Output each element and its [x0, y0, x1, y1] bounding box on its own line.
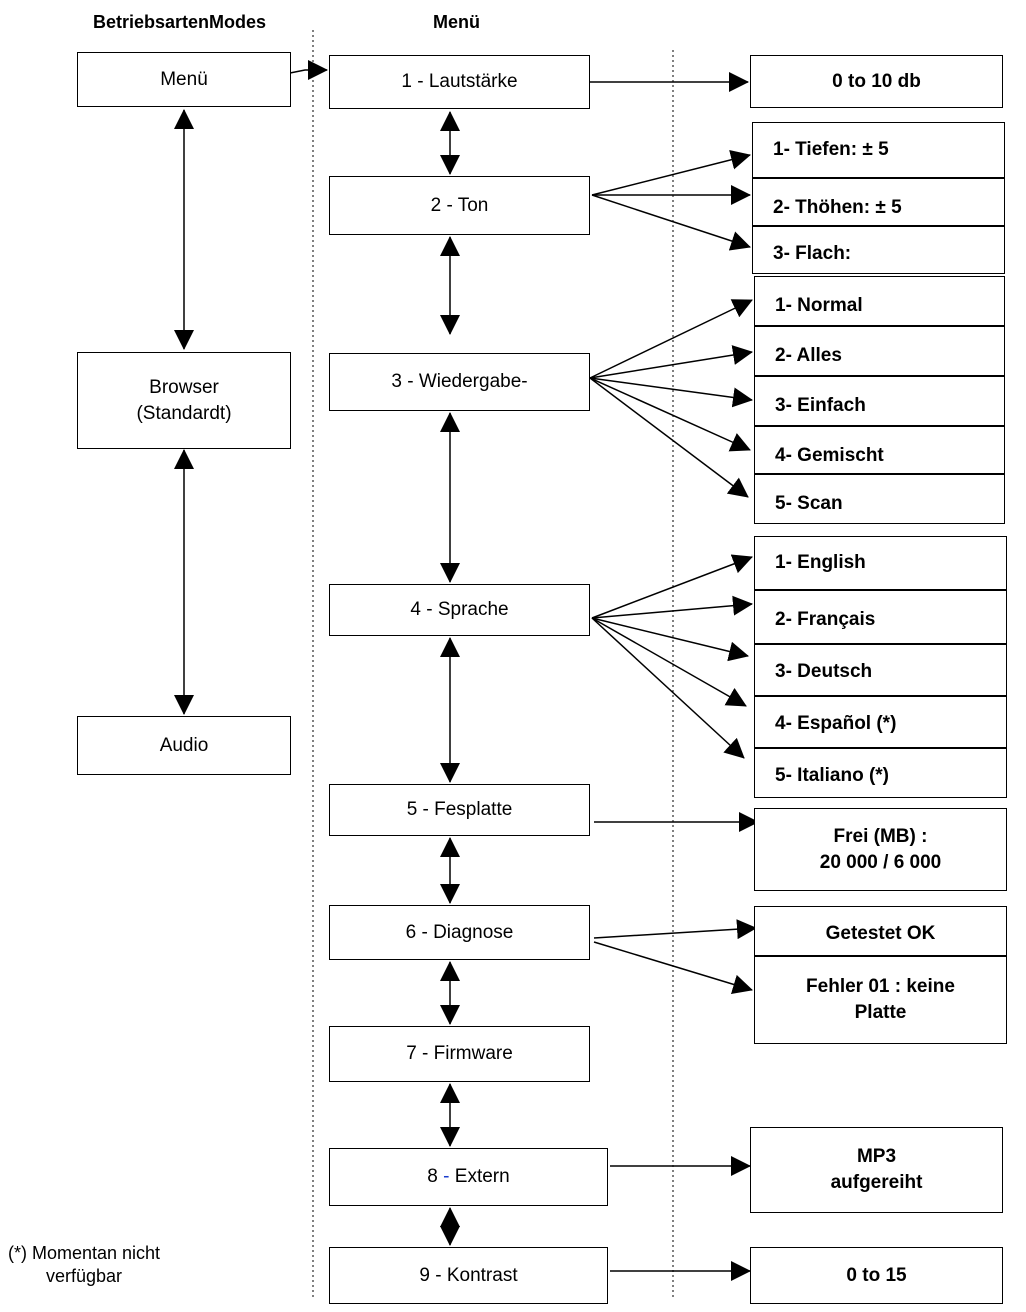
menu-item-1-label: 1 - Lautstärke: [401, 71, 518, 93]
mode-browser-line2: (Standardt): [136, 402, 232, 424]
arrow-play-5: [589, 377, 749, 498]
mode-browser-line1: Browser: [149, 376, 219, 398]
arrow-play-2: [589, 345, 753, 379]
option-extern-line2: aufgereiht: [830, 1172, 923, 1193]
arrow-tone-1: [591, 149, 751, 196]
option-lang-2: 2- Français: [754, 590, 1007, 644]
option-play-4-label: 4- Gemischt: [775, 445, 884, 467]
mode-menu: Menü: [77, 52, 291, 107]
arrow-tone-3: [591, 194, 751, 251]
option-diag-ok: Getestet OK: [754, 906, 1007, 956]
option-disk-line1: Frei (MB) :: [833, 825, 928, 847]
option-play-2: 2- Alles: [754, 326, 1005, 376]
option-disk-line2: 20 000 / 6 000: [819, 851, 942, 873]
menu-item-9: 9 - Kontrast: [329, 1247, 608, 1304]
option-lang-4: 4- Español (*): [754, 696, 1007, 748]
option-play-3-label: 3- Einfach: [775, 395, 866, 417]
arrow-diag-err: [593, 941, 753, 995]
menu-item-2-label: 2 - Ton: [430, 194, 489, 216]
menu-item-8-label: Extern: [454, 1166, 510, 1188]
arrow-lang-3: [591, 617, 749, 662]
mode-audio: Audio: [77, 716, 291, 775]
option-tone-2-label: 2- Thöhen: ± 5: [773, 197, 902, 219]
option-tone-3: 3- Flach:: [752, 226, 1005, 274]
option-diag-err-line2: Platte: [854, 1002, 907, 1023]
menu-item-8-dash: -: [443, 1166, 450, 1188]
header-menu: Menü: [433, 12, 480, 32]
option-lang-5: 5- Italiano (*): [754, 748, 1007, 798]
option-play-5-label: 5- Scan: [775, 493, 843, 515]
option-contrast-label: 0 to 15: [846, 1264, 907, 1286]
footnote-line1: (*) Momentan nicht: [8, 1243, 161, 1263]
option-diag-ok-label: Getestet OK: [825, 923, 936, 945]
option-lang-5-label: 5- Italiano (*): [775, 765, 890, 787]
arrow-play-1: [589, 299, 753, 379]
menu-item-3-label: 3 - Wiedergabe-: [391, 371, 528, 393]
option-lang-2-label: 2- Français: [775, 609, 876, 631]
option-play-2-label: 2- Alles: [775, 345, 842, 367]
footnote: (*) Momentan nicht verfügbar: [8, 1242, 160, 1289]
arrow-diag-ok: [593, 919, 757, 940]
option-play-5: 5- Scan: [754, 474, 1005, 524]
arrow-lang-2: [591, 595, 753, 619]
menu-item-7-label: 7 - Firmware: [406, 1043, 513, 1065]
option-lang-1-label: 1- English: [775, 552, 866, 574]
arrow-lang-1: [591, 554, 753, 619]
option-extern-line1: MP3: [856, 1146, 897, 1168]
menu-item-2: 2 - Ton: [329, 176, 590, 235]
menu-item-3: 3 - Wiedergabe-: [329, 353, 590, 411]
option-play-1-label: 1- Normal: [775, 295, 863, 317]
menu-item-8-num: 8: [427, 1166, 438, 1188]
footnote-line2: verfügbar: [46, 1266, 123, 1287]
arrow-lang-4: [591, 617, 747, 707]
menu-item-4-label: 4 - Sprache: [410, 599, 509, 621]
menu-item-5-label: 5 - Fesplatte: [406, 799, 513, 821]
menu-item-4: 4 - Sprache: [329, 584, 590, 636]
mode-audio-label: Audio: [159, 734, 209, 756]
option-volume: 0 to 10 db: [750, 55, 1003, 108]
option-tone-1-label: 1- Tiefen: ± 5: [773, 139, 889, 161]
mode-browser: Browser (Standardt): [77, 352, 291, 449]
option-lang-3: 3- Deutsch: [754, 644, 1007, 696]
option-tone-1: 1- Tiefen: ± 5: [752, 122, 1005, 178]
menu-item-8: 8 - Extern: [329, 1148, 608, 1206]
option-play-1: 1- Normal: [754, 276, 1005, 326]
menu-item-7: 7 - Firmware: [329, 1026, 590, 1082]
menu-item-6-label: 6 - Diagnose: [405, 921, 514, 943]
option-diag-err-line1: Fehler 01 : keine: [806, 976, 955, 998]
menu-item-1: 1 - Lautstärke: [329, 55, 590, 109]
option-tone-2: 2- Thöhen: ± 5: [752, 178, 1005, 226]
arrow-play-3: [589, 377, 753, 408]
option-contrast: 0 to 15: [750, 1247, 1003, 1304]
option-tone-3-label: 3- Flach:: [773, 243, 852, 265]
option-lang-3-label: 3- Deutsch: [775, 661, 873, 683]
menu-item-5: 5 - Fesplatte: [329, 784, 590, 836]
option-extern: MP3 aufgereiht: [750, 1127, 1003, 1213]
option-lang-4-label: 4- Español (*): [775, 713, 897, 735]
option-play-4: 4- Gemischt: [754, 426, 1005, 474]
arrow-mode-to-menu: [289, 60, 328, 80]
menu-item-9-label: 9 - Kontrast: [419, 1264, 518, 1286]
arrow-play-4: [589, 377, 751, 452]
option-disk: Frei (MB) : 20 000 / 6 000: [754, 808, 1007, 891]
arrow-lang-5: [591, 617, 745, 759]
option-play-3: 3- Einfach: [754, 376, 1005, 426]
mode-menu-label: Menü: [160, 68, 208, 90]
header-modes: BetriebsartenModes: [93, 12, 267, 32]
option-volume-label: 0 to 10 db: [832, 70, 921, 92]
option-lang-1: 1- English: [754, 536, 1007, 590]
option-diag-err: Fehler 01 : keine Platte: [754, 956, 1007, 1044]
menu-item-6: 6 - Diagnose: [329, 905, 590, 960]
